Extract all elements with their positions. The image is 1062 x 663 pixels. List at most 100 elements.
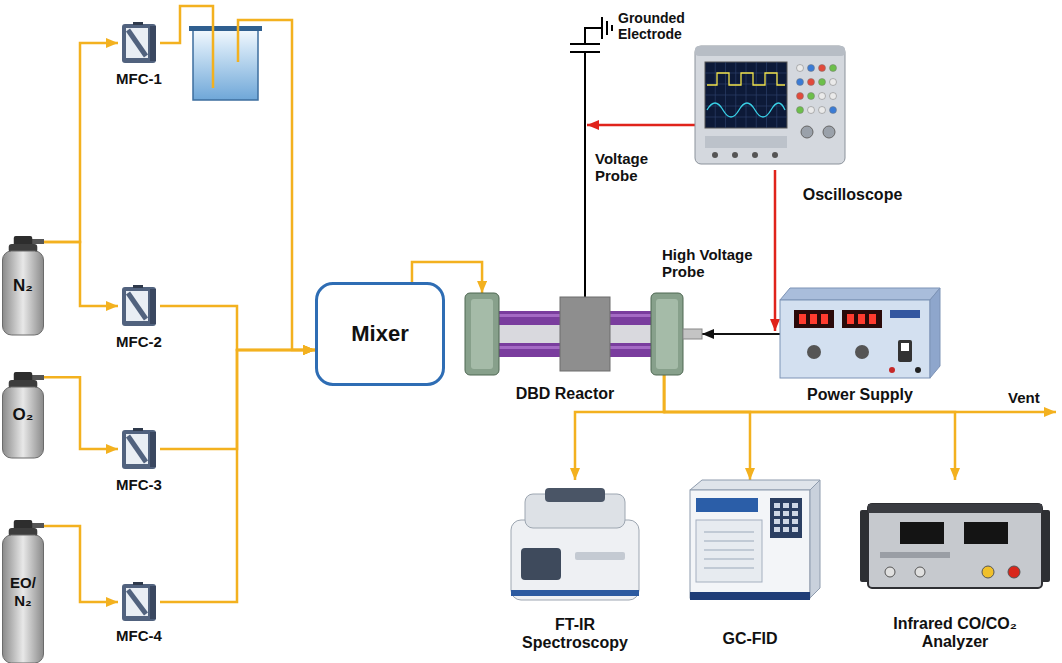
scope-connector	[712, 152, 718, 158]
node-label: EO/ N₂	[2, 574, 44, 609]
psu-switch-lever	[901, 343, 909, 351]
gas-line	[44, 242, 118, 306]
end-cap	[465, 293, 499, 375]
bubbler-lid	[189, 26, 262, 31]
psu-top	[780, 288, 940, 300]
voltage-probe-signal	[587, 124, 695, 127]
psu-terminal	[889, 367, 895, 373]
mfc-face	[126, 588, 148, 616]
gc-base	[690, 592, 810, 600]
node-label: MFC-1	[104, 70, 174, 87]
mass-flow-controller-picture	[118, 285, 160, 327]
gas-line	[664, 375, 955, 480]
mfc-knob	[133, 22, 143, 25]
gc-body	[690, 490, 810, 598]
bubbler-vessel	[193, 30, 258, 100]
mass-flow-controller: MFC-1	[118, 22, 160, 64]
scope-button	[808, 65, 815, 72]
hv-electrode-rod	[683, 329, 702, 339]
mfc-face	[126, 28, 148, 58]
annotation-label: Vent	[1008, 389, 1056, 406]
node-label: N₂	[2, 276, 44, 296]
label-anchor: Vent	[1008, 389, 1056, 406]
scope-button	[808, 107, 815, 114]
scope-bezel	[695, 46, 845, 56]
node-label: MFC-4	[104, 627, 174, 644]
mfc-face	[126, 291, 148, 321]
annotation-label: High Voltage Probe	[662, 246, 764, 281]
scope-button	[797, 79, 804, 86]
psu-display-glow	[799, 314, 806, 324]
trace-sine	[707, 103, 785, 117]
node-label: O₂	[2, 405, 44, 425]
mixer-box: Mixer	[315, 282, 445, 386]
gc-vent	[704, 531, 754, 533]
gc-key	[774, 519, 780, 524]
gc-key	[792, 511, 798, 516]
scope-connector	[752, 152, 758, 158]
node-label: MFC-3	[104, 476, 174, 493]
gas-cylinder: N₂	[2, 236, 44, 335]
cylinder-body	[3, 251, 44, 335]
mfc-body	[122, 287, 156, 326]
scope-button	[819, 107, 826, 114]
mfc-stripe	[128, 436, 146, 462]
gc-key	[774, 511, 780, 516]
psu-terminal	[915, 367, 921, 373]
annotation-label: Voltage Probe	[595, 150, 659, 185]
scope-button	[797, 93, 804, 100]
gas-line	[160, 6, 315, 350]
scope-button	[797, 65, 804, 72]
analyzer-plate	[880, 552, 950, 558]
gc-vent	[704, 558, 754, 560]
gas-cylinder: EO/ N₂	[2, 520, 44, 663]
mfc-stripe	[128, 30, 146, 56]
ftir-spectrometer-picture	[505, 480, 645, 610]
ftir-window	[575, 552, 625, 560]
gc-vent	[704, 567, 754, 569]
gc-key	[792, 519, 798, 524]
scope-connector	[772, 152, 778, 158]
end-cap	[651, 293, 683, 375]
gas-line	[44, 526, 118, 602]
psu-knob	[807, 345, 821, 359]
annotation-label: Grounded Electrode	[618, 10, 694, 42]
label-anchor: Voltage Probe	[595, 150, 659, 185]
scope-button	[830, 65, 837, 72]
scope-body	[695, 46, 845, 164]
gas-line	[44, 377, 118, 449]
node-label: Infrared CO/CO₂ Analyzer	[870, 615, 1040, 652]
psu-display-glow	[869, 314, 876, 324]
node-label: DBD Reactor	[500, 385, 630, 403]
end-cap-inner	[471, 299, 493, 369]
scope-button	[819, 65, 826, 72]
gc-key	[792, 503, 798, 508]
analyzer-display	[964, 522, 1008, 544]
node-label: Mixer	[351, 321, 408, 346]
node-label: MFC-2	[104, 333, 174, 350]
oscilloscope-picture	[695, 40, 845, 170]
screen-grid	[705, 95, 787, 96]
ftir-body	[511, 520, 639, 600]
scope-connector	[732, 152, 738, 158]
mfc-body	[122, 24, 156, 63]
gc-key	[783, 503, 789, 508]
scope-button	[830, 107, 837, 114]
dbd-reactor: DBD Reactor	[465, 293, 702, 375]
mfc-face	[126, 434, 148, 464]
mfc-side	[150, 289, 156, 324]
mass-flow-controller: MFC-4	[118, 582, 160, 622]
gc-keypad	[770, 498, 802, 538]
psu-display	[842, 310, 882, 328]
gc-side	[810, 480, 820, 598]
psu-display-glow	[858, 314, 865, 324]
mass-flow-controller-picture	[118, 428, 160, 470]
cylinder-body	[3, 387, 44, 458]
scope-button	[797, 107, 804, 114]
psu-display-glow	[821, 314, 828, 324]
scope-lower-panel	[705, 136, 787, 148]
gas-line	[664, 375, 750, 480]
ftir-lid	[545, 488, 605, 502]
gc-top	[690, 480, 820, 490]
